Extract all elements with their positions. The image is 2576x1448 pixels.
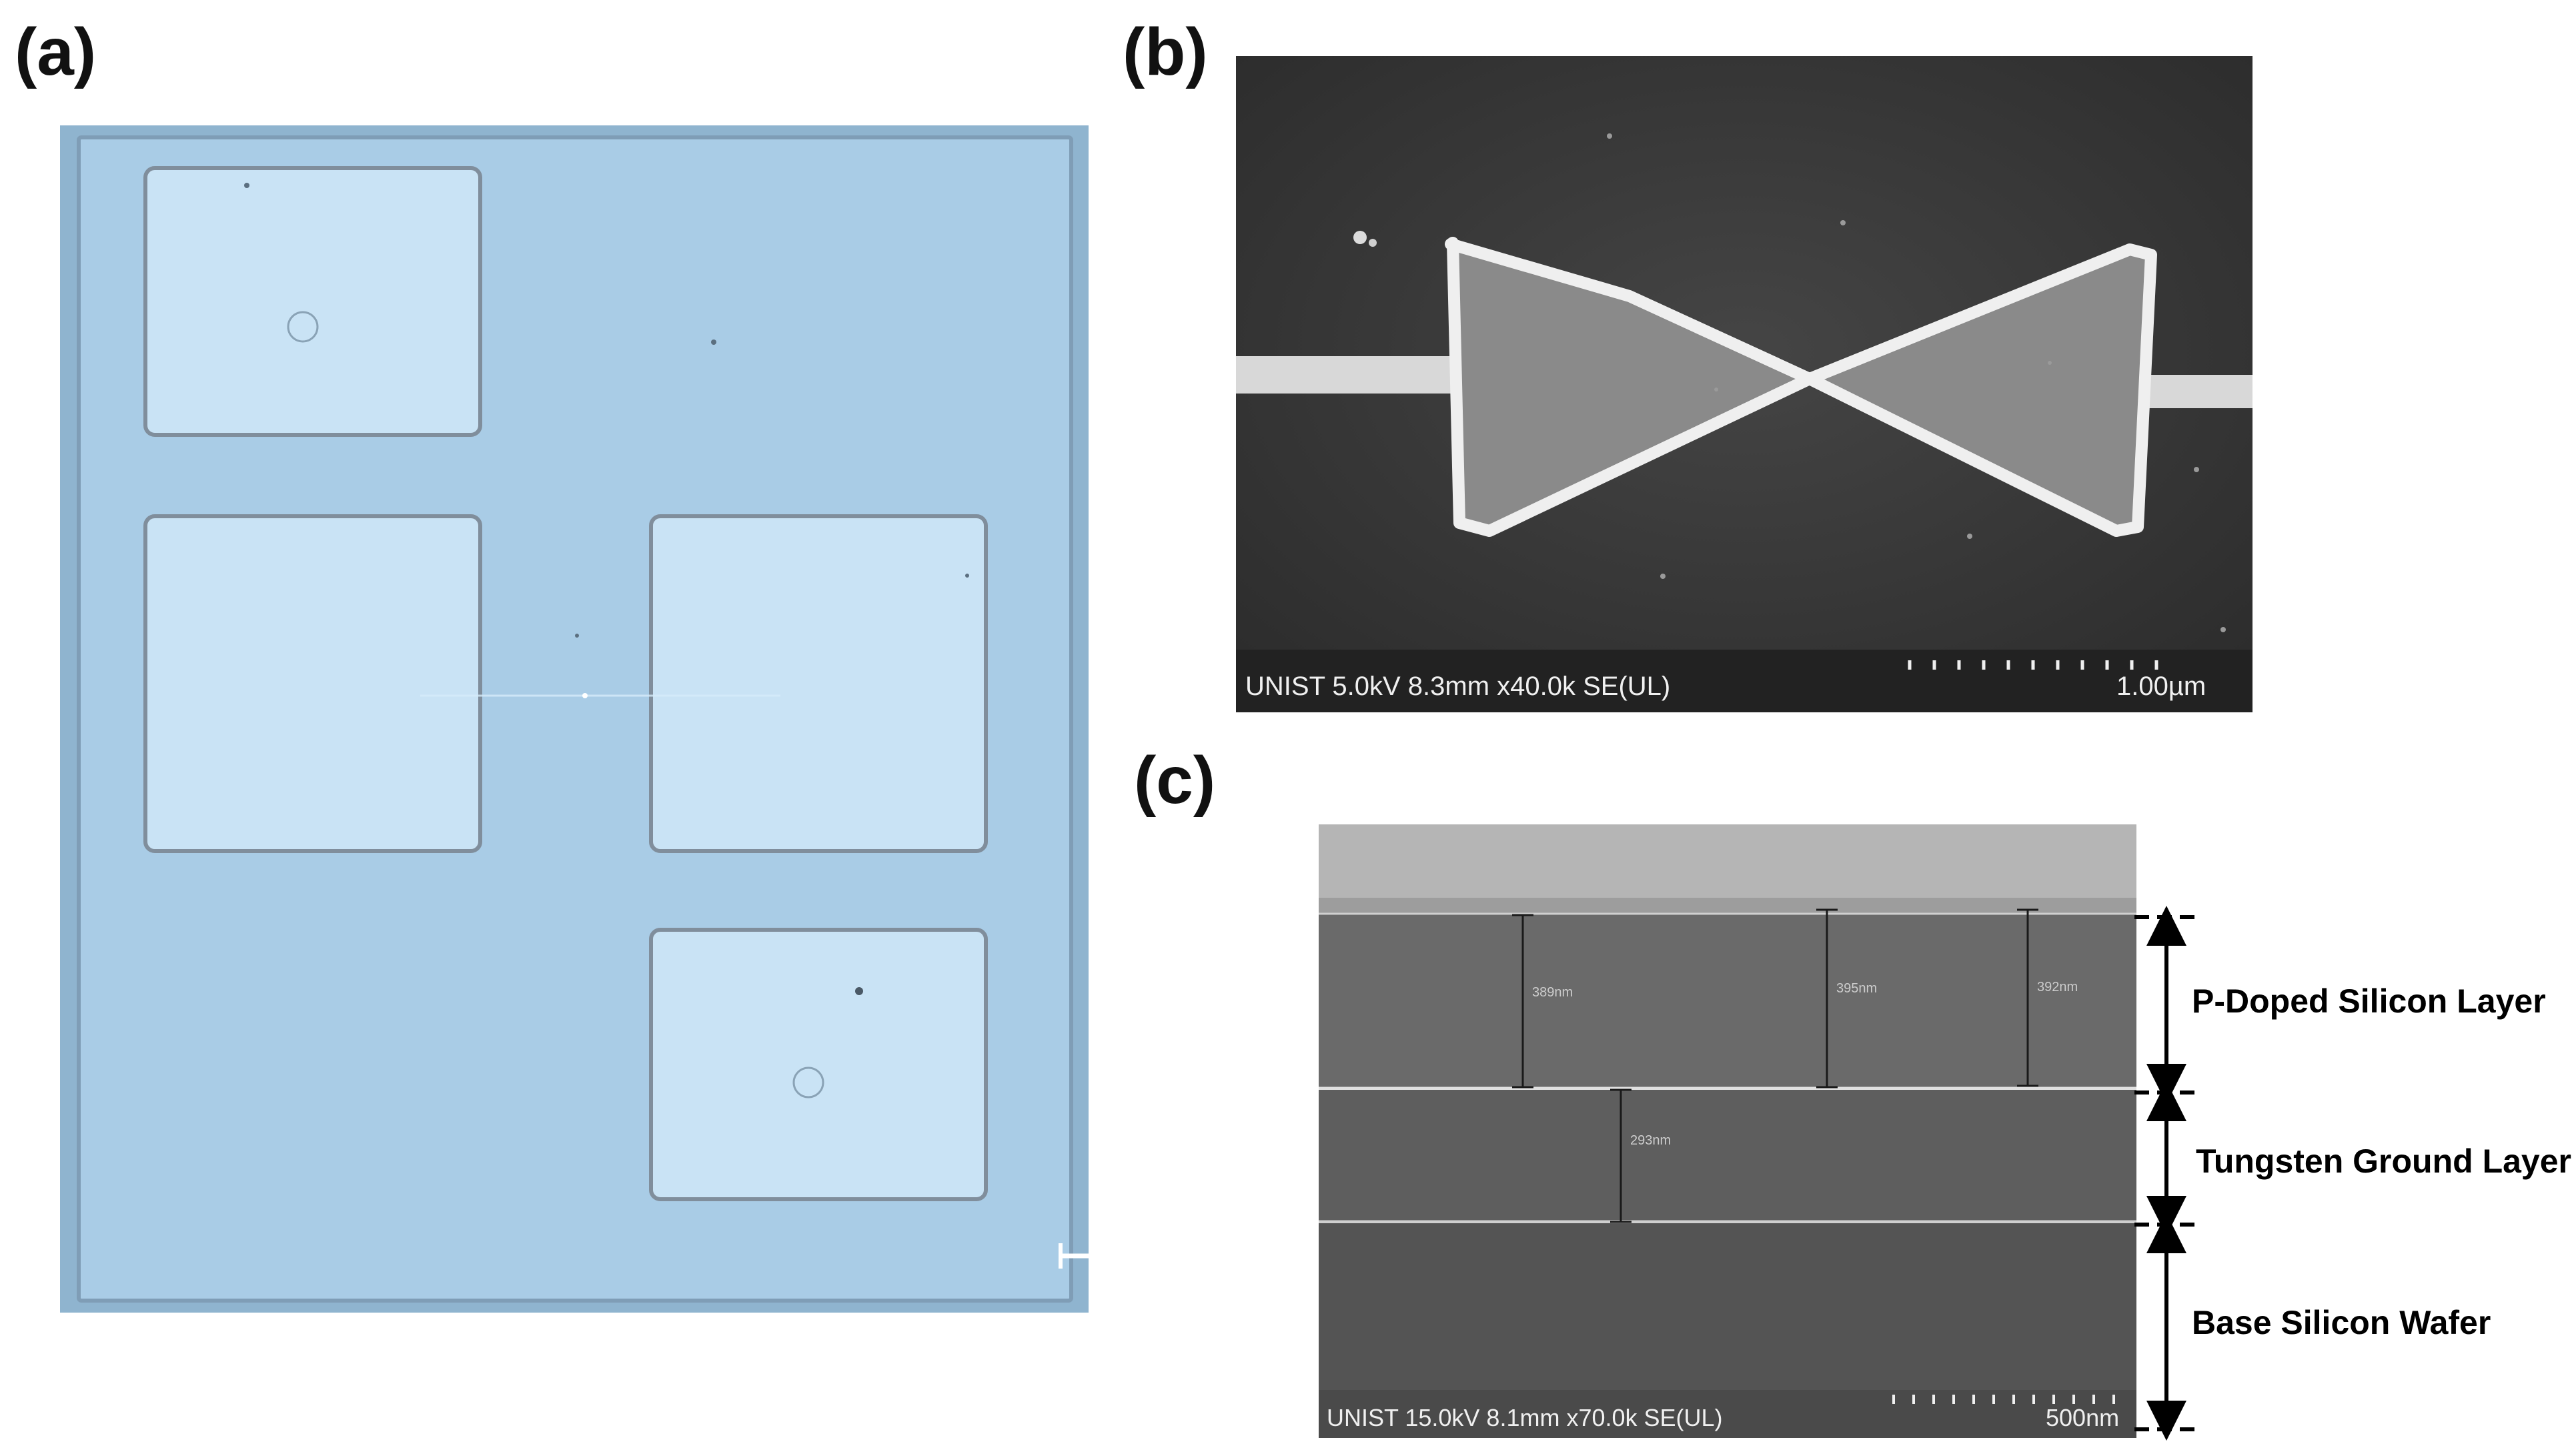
panel-a-label: (a) [15, 15, 97, 89]
panel-c-label: (c) [1134, 743, 1216, 818]
layer-label-tungsten: Tungsten Ground Layer [2196, 1143, 2571, 1180]
sem-bowtie-image: UNIST 5.0kV 8.3mm x40.0k SE(UL) 1.00µm [1236, 56, 2252, 712]
layer-label-base-wafer: Base Silicon Wafer [2192, 1304, 2491, 1341]
sem-caption-c: UNIST 15.0kV 8.1mm x70.0k SE(UL) [1327, 1404, 1723, 1431]
scale-label-b: 1.00µm [2116, 672, 2206, 701]
measurement-1: 389nm [1532, 985, 1573, 1000]
feed-line-left [1236, 356, 1463, 394]
measurement-2: 395nm [1836, 981, 1877, 996]
layer-annotations: P-Doped Silicon Layer Tungsten Ground La… [2134, 906, 2571, 1441]
optical-micrograph [60, 125, 1089, 1313]
contact-pad [143, 166, 482, 437]
scale-label-c: 500nm [2046, 1404, 2119, 1431]
scale-bar-c [1892, 1395, 2115, 1404]
contact-pad [649, 514, 988, 853]
p-doped-layer [1319, 914, 2136, 1089]
measurement-4: 293nm [1630, 1133, 1671, 1148]
scale-bar-b [1908, 660, 2158, 670]
panel-b-label: (b) [1123, 15, 1208, 89]
sem-cross-section-image: 389nm 395nm 392nm 293nm UNIST 15.0kV 8.1… [1319, 824, 2136, 1438]
tungsten-layer [1319, 1090, 2136, 1222]
sem-caption-b: UNIST 5.0kV 8.3mm x40.0k SE(UL) [1245, 672, 1670, 701]
contact-pad [143, 514, 482, 853]
layer-label-p-doped: P-Doped Silicon Layer [2192, 982, 2546, 1020]
bowtie-right-triangle [1804, 243, 2157, 537]
contact-pad [649, 928, 988, 1201]
measurement-3: 392nm [2037, 980, 2078, 994]
